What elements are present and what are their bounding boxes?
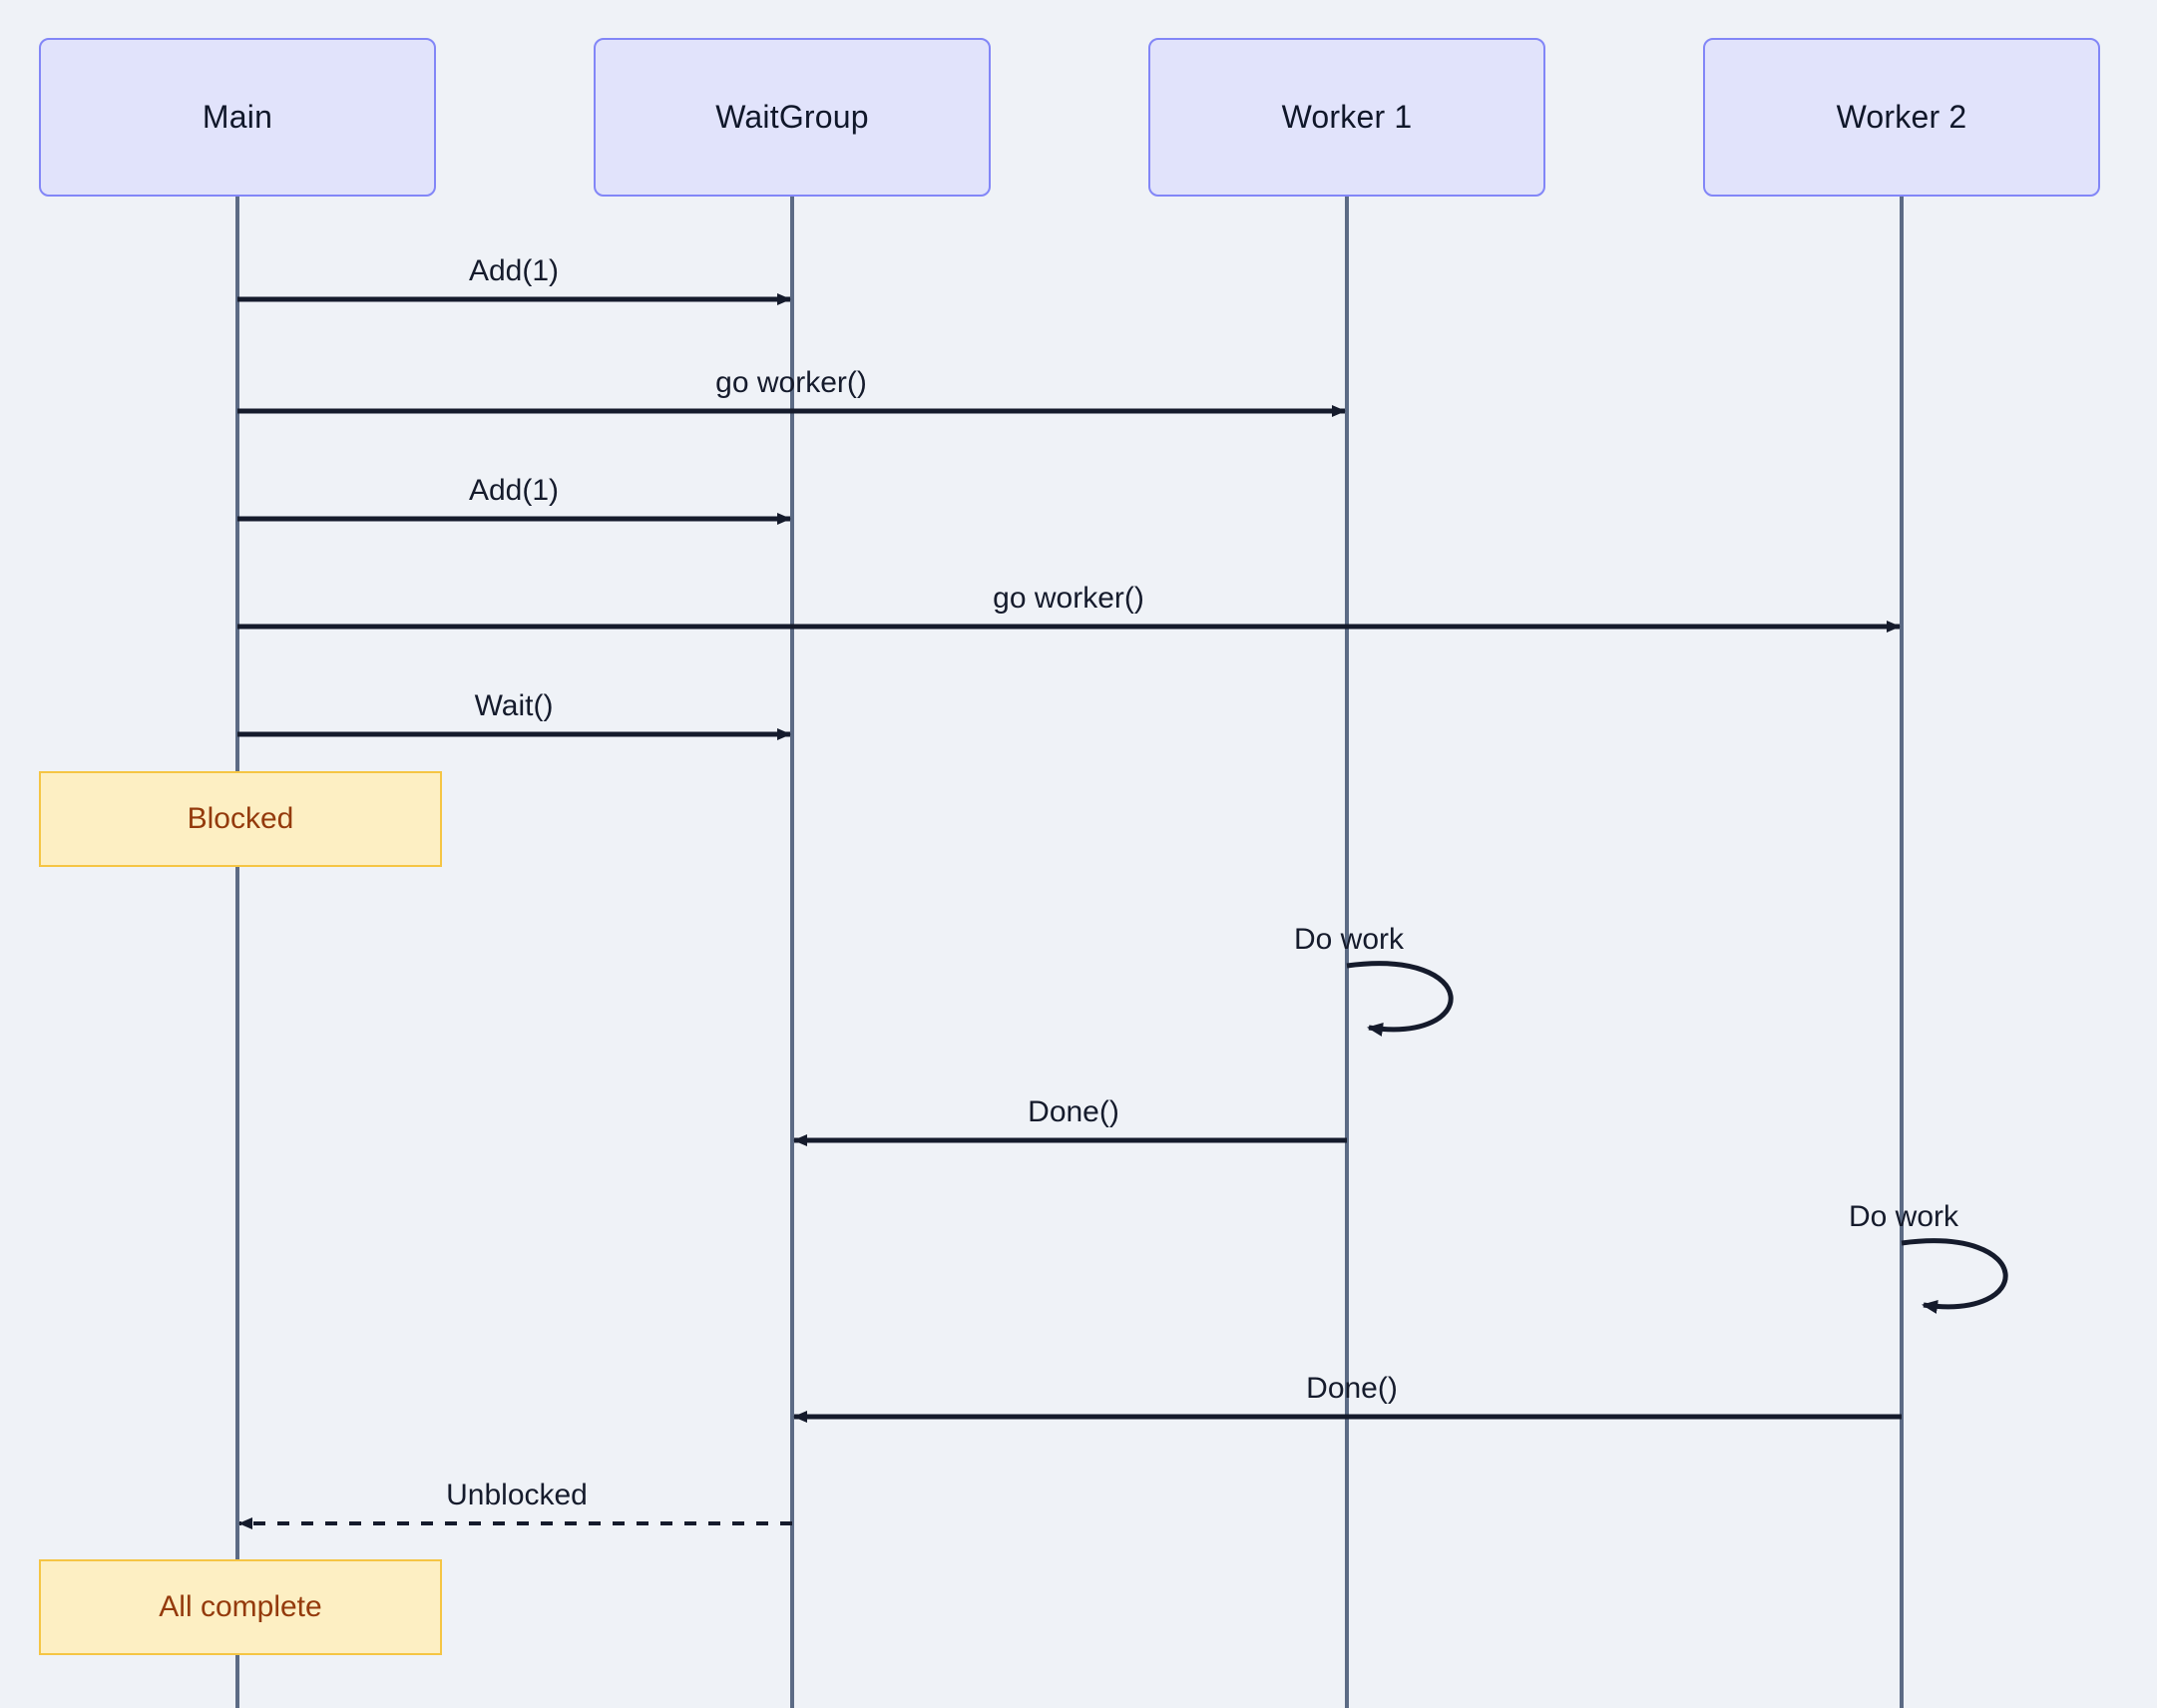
- message-label-m2: go worker(): [715, 366, 867, 399]
- participant-label-worker1: Worker 1: [1281, 99, 1413, 135]
- self-message-label-s1: Do work: [1294, 923, 1405, 956]
- message-label-m3: Add(1): [468, 474, 560, 507]
- message-arrows-group: [237, 293, 1902, 1529]
- self-message-loop-s2: [1901, 1238, 2008, 1314]
- message-label-m5: Wait(): [474, 689, 554, 722]
- message-label-m4: go worker(): [993, 582, 1144, 615]
- participant-label-main: Main: [202, 99, 273, 135]
- self-message-label-s2: Do work: [1849, 1200, 1959, 1233]
- note-box-n1[interactable]: Blocked: [39, 771, 442, 867]
- participant-box-worker2[interactable]: Worker 2: [1703, 38, 2100, 197]
- message-label-m7: Done(): [1306, 1372, 1398, 1405]
- note-label-n2: All complete: [159, 1590, 322, 1623]
- self-message-loop-s1: [1346, 961, 1454, 1037]
- participant-box-worker1[interactable]: Worker 1: [1148, 38, 1545, 197]
- note-box-n2[interactable]: All complete: [39, 1559, 442, 1655]
- message-label-m8: Unblocked: [446, 1479, 588, 1511]
- participant-box-waitgroup[interactable]: WaitGroup: [594, 38, 991, 197]
- participant-box-main[interactable]: Main: [39, 38, 436, 197]
- message-label-m1: Add(1): [468, 254, 560, 287]
- participant-label-waitgroup: WaitGroup: [715, 99, 869, 135]
- lifelines-group: [235, 197, 1904, 1708]
- self-message-loops-group: [1346, 961, 2008, 1314]
- participant-label-worker2: Worker 2: [1836, 99, 1967, 135]
- note-label-n1: Blocked: [187, 802, 294, 835]
- message-label-m6: Done(): [1028, 1095, 1119, 1128]
